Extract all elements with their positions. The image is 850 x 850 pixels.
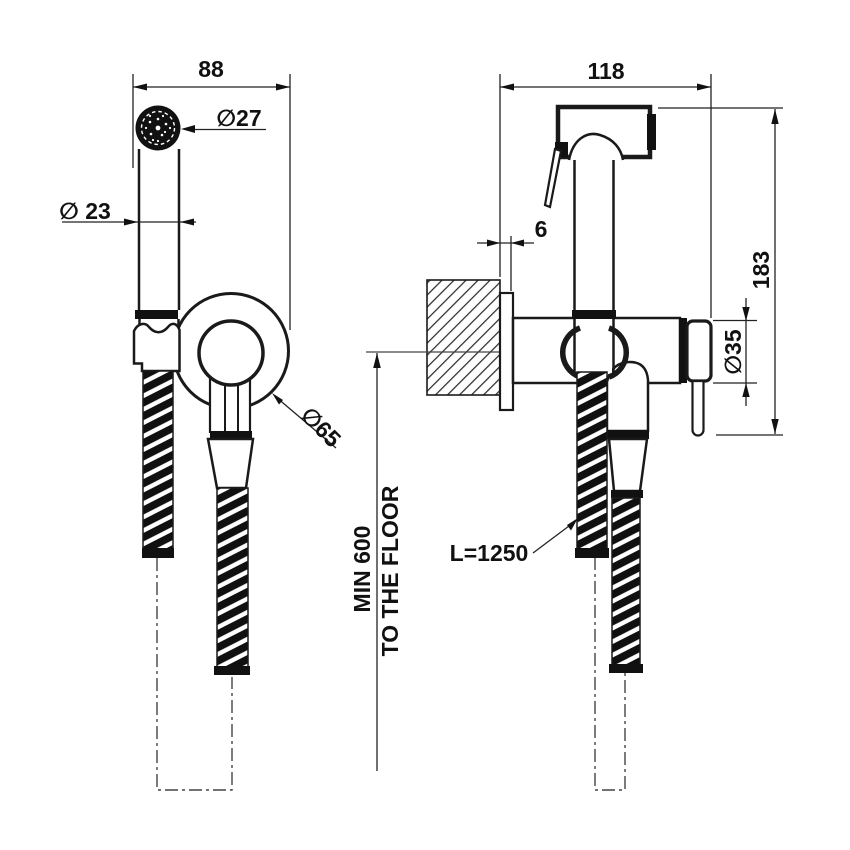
dim-label-head-diameter: ∅27 <box>216 105 262 131</box>
spray-nozzle-center <box>155 125 161 131</box>
supply-hose-end-side <box>609 664 643 673</box>
handle-hose-side <box>576 371 608 557</box>
hose-continuation-side <box>594 557 626 791</box>
handle-fill-side <box>576 319 612 374</box>
supply-hose-side <box>611 497 641 667</box>
side-view <box>366 74 783 791</box>
supply-hose-front <box>216 487 249 669</box>
spray-head-nozzle-tab <box>647 114 656 150</box>
handle-dome <box>567 132 625 161</box>
dim-label-hose-length: L=1250 <box>449 540 529 566</box>
dim-handle-diameter <box>62 218 196 226</box>
arrowhead <box>373 353 381 368</box>
arrowhead <box>567 518 578 531</box>
outlet-pipe-fill <box>211 387 249 433</box>
holder-ring-right <box>607 325 630 380</box>
arrowhead <box>180 218 194 226</box>
front-view <box>62 74 337 791</box>
dim-88 <box>132 74 291 330</box>
handle-nut <box>135 310 178 319</box>
dim-6 <box>477 236 534 291</box>
handle-hose-cap <box>142 548 174 558</box>
arrowhead <box>511 239 524 247</box>
bracket-inner-ring <box>197 319 265 387</box>
arrowhead <box>487 239 500 247</box>
wall-section <box>426 279 501 396</box>
trigger-lever <box>543 147 563 209</box>
hose-nut-side <box>606 430 649 439</box>
spray-nozzles <box>144 114 172 143</box>
dim-label-side-depth: 118 <box>587 58 625 84</box>
hose-length-leader <box>532 518 578 554</box>
dim-label-wall-gap: 6 <box>534 216 548 242</box>
arrowhead <box>742 383 750 397</box>
dim-head-diameter <box>181 125 266 133</box>
arrowhead <box>276 83 290 91</box>
handle-hose-cap-side <box>575 548 609 558</box>
arrowhead <box>181 125 195 133</box>
dim-label-handle-diameter: ∅ 23 <box>59 198 111 224</box>
holder-ring-left <box>559 325 582 380</box>
supply-hose-end <box>214 666 250 675</box>
dim-bracket-diameter <box>272 393 337 449</box>
handle-fill <box>140 150 178 310</box>
dim-label-floor-min-1: MIN 600 <box>349 525 375 613</box>
arrowhead <box>124 218 138 226</box>
arrowhead <box>742 307 750 321</box>
handle-holder <box>132 322 181 373</box>
handle-hose-front <box>142 370 174 550</box>
valve-pin <box>691 379 705 437</box>
dim-label-floor-min-2: TO THE FLOOR <box>377 485 403 657</box>
hose-cone-side <box>607 437 649 493</box>
dim-min600 <box>373 353 381 771</box>
dim-label-valve-diameter: ∅35 <box>720 329 746 375</box>
spray-face-ring <box>140 110 176 146</box>
wall-plate <box>498 291 515 412</box>
dim-label-front-width: 88 <box>198 56 224 82</box>
arrowhead <box>133 83 147 91</box>
hose-nut <box>210 431 252 439</box>
handle-fill-side <box>576 158 612 310</box>
dim-valve-diameter <box>713 298 757 406</box>
arrowhead <box>771 109 779 124</box>
valve-cap <box>685 319 713 383</box>
handle-nut-side <box>572 310 616 319</box>
arrowhead <box>771 419 779 434</box>
arrowhead <box>272 393 283 405</box>
dim-183 <box>658 107 783 436</box>
arrowhead <box>500 83 514 91</box>
arrowhead <box>697 83 711 91</box>
hose-connector-cone <box>206 437 255 490</box>
dim-label-side-height: 183 <box>748 250 774 290</box>
hose-nut2-side <box>611 490 643 498</box>
valve-body-collar <box>679 318 687 383</box>
hose-continuation-front <box>156 558 233 791</box>
